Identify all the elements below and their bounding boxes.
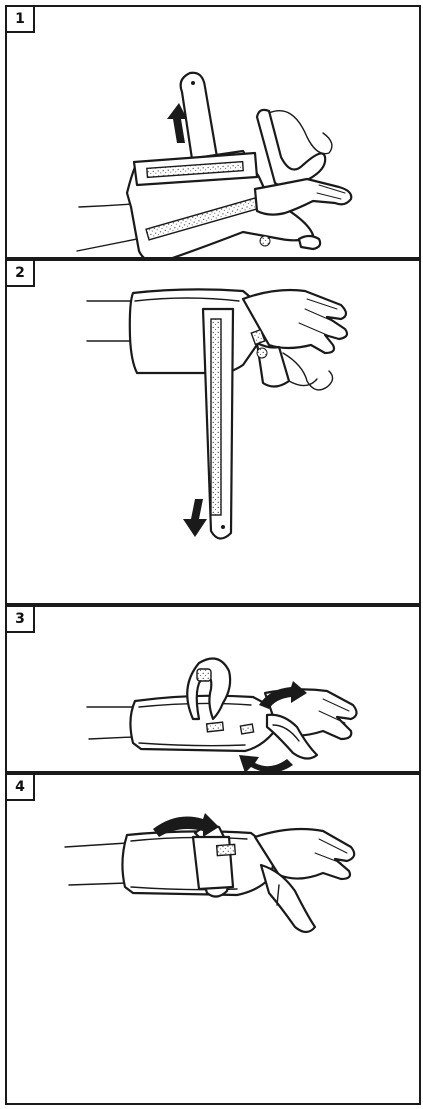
step-1-illustration bbox=[7, 7, 419, 257]
step-4-illustration bbox=[7, 775, 419, 1103]
step-panel-2: 2 bbox=[5, 259, 421, 605]
step-3-illustration bbox=[7, 607, 419, 771]
step-panel-3: 3 bbox=[5, 605, 421, 773]
step-panel-1: 1 bbox=[5, 5, 421, 259]
step-2-illustration bbox=[7, 261, 419, 603]
step-panel-4: 4 bbox=[5, 773, 421, 1105]
